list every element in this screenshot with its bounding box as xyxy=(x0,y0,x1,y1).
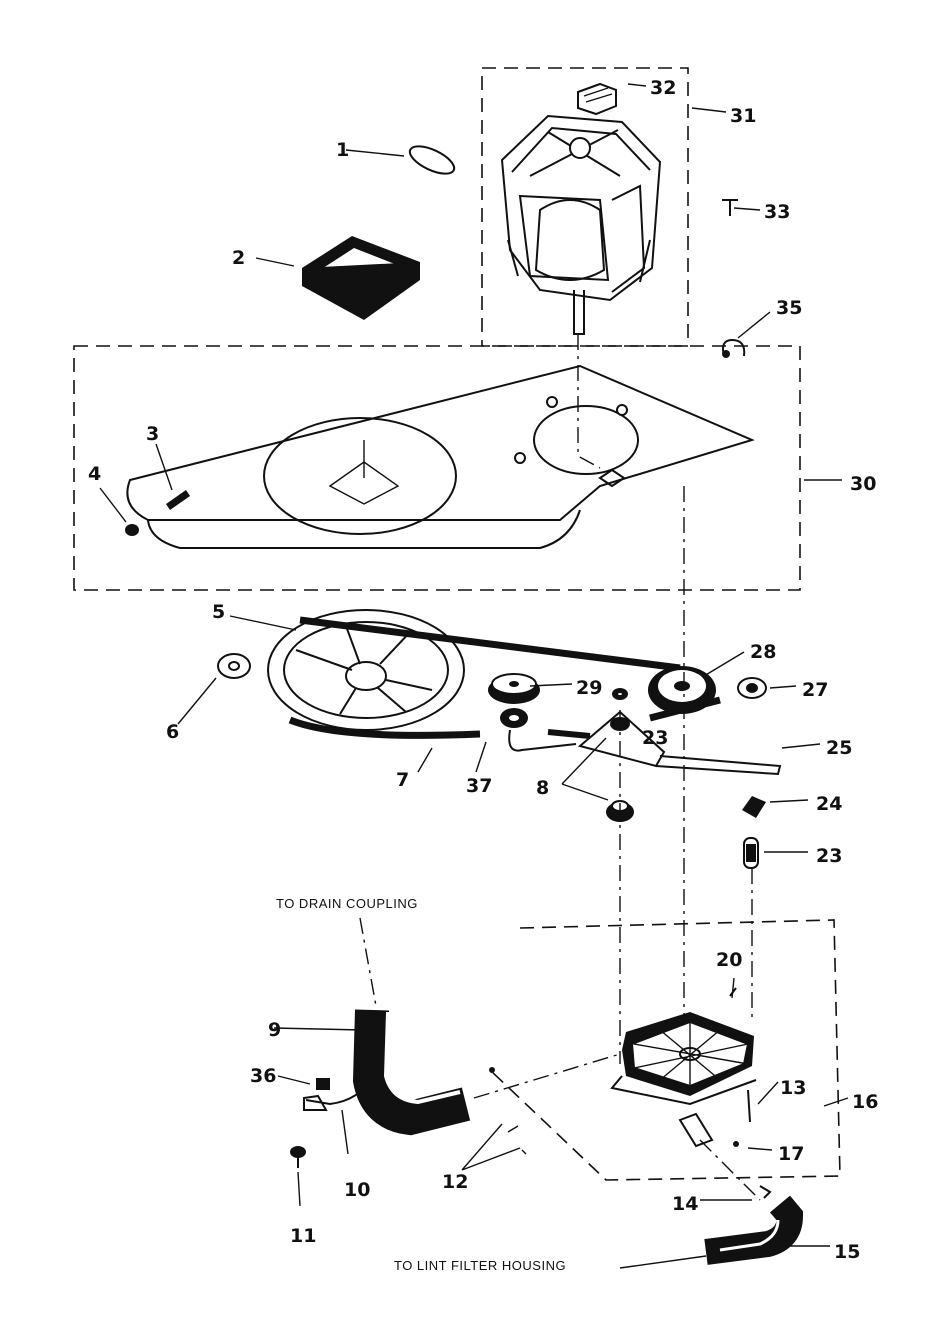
part-label-11: 11 xyxy=(290,1225,316,1247)
spring-clip xyxy=(742,796,766,818)
part-label-29: 29 xyxy=(576,677,602,699)
base-screw xyxy=(166,490,190,510)
pulley-washer xyxy=(217,653,251,679)
part-label-10: 10 xyxy=(344,1179,370,1201)
pump-group-outline xyxy=(489,919,841,1181)
part-label-36: 36 xyxy=(250,1065,276,1087)
idler-bracket xyxy=(547,688,782,776)
part-label-33: 33 xyxy=(764,201,790,223)
part-label-15: 15 xyxy=(834,1241,860,1263)
part-label-3: 3 xyxy=(146,423,159,445)
pump xyxy=(610,1012,757,1148)
part-label-24: 24 xyxy=(816,793,842,815)
part-label-7: 7 xyxy=(396,769,409,791)
terminal-block xyxy=(577,82,617,116)
pump-screw xyxy=(733,1089,751,1147)
part-label-5: 5 xyxy=(212,601,225,623)
callout-drain-coupling: TO DRAIN COUPLING xyxy=(276,896,418,911)
pump-assembly xyxy=(489,919,841,1199)
part-label-28: 28 xyxy=(750,641,776,663)
part-label-16: 16 xyxy=(852,1091,878,1113)
part-label-32: 32 xyxy=(650,77,676,99)
part-label-27: 27 xyxy=(802,679,828,701)
large-pulley xyxy=(267,609,465,731)
part-label-30: 30 xyxy=(850,473,876,495)
hose-clamp xyxy=(759,1185,772,1199)
bracket-screw xyxy=(290,1146,306,1168)
clip xyxy=(722,338,746,358)
part-label-35: 35 xyxy=(776,297,802,319)
part-label-9: 9 xyxy=(268,1019,281,1041)
part-label-20: 20 xyxy=(716,949,742,971)
motor-pulley xyxy=(648,666,721,722)
pivot-pin xyxy=(743,837,759,869)
base-plate xyxy=(126,364,755,549)
drive-belt xyxy=(288,616,681,739)
base-group-outline xyxy=(73,345,801,591)
part-label-2: 2 xyxy=(232,247,245,269)
mounting-pad xyxy=(302,236,420,320)
hose-clamp-bracket xyxy=(303,1077,371,1111)
part-label-8: 8 xyxy=(536,777,549,799)
part-label-14: 14 xyxy=(672,1193,698,1215)
part-label-31: 31 xyxy=(730,105,756,127)
hose-clamp-screws xyxy=(489,1067,527,1155)
spring-washer xyxy=(500,708,577,752)
idler-pulley xyxy=(488,673,540,704)
part-label-25: 25 xyxy=(826,737,852,759)
motor-assembly xyxy=(302,67,746,358)
part-label-37: 37 xyxy=(466,775,492,797)
part-label-1: 1 xyxy=(336,139,349,161)
part-label-23-upper: 23 xyxy=(642,727,668,749)
part-label-13: 13 xyxy=(780,1077,806,1099)
part-label-17: 17 xyxy=(778,1143,804,1165)
center-lines xyxy=(359,334,761,1201)
drain-hose xyxy=(352,1009,471,1136)
part-label-4: 4 xyxy=(88,463,101,485)
callout-lint-filter: TO LINT FILTER HOUSING xyxy=(394,1258,566,1273)
leader-lines xyxy=(99,83,849,1269)
part-label-6: 6 xyxy=(166,721,179,743)
base-nut xyxy=(125,524,139,536)
base-plate-assembly xyxy=(73,345,801,591)
motor xyxy=(500,114,662,335)
part-label-12: 12 xyxy=(442,1171,468,1193)
ring-seal xyxy=(408,145,456,175)
washer xyxy=(737,677,767,699)
part-label-23-lower: 23 xyxy=(816,845,842,867)
screw xyxy=(722,199,738,216)
lint-hose xyxy=(704,1195,804,1265)
belt-drive xyxy=(217,609,782,869)
